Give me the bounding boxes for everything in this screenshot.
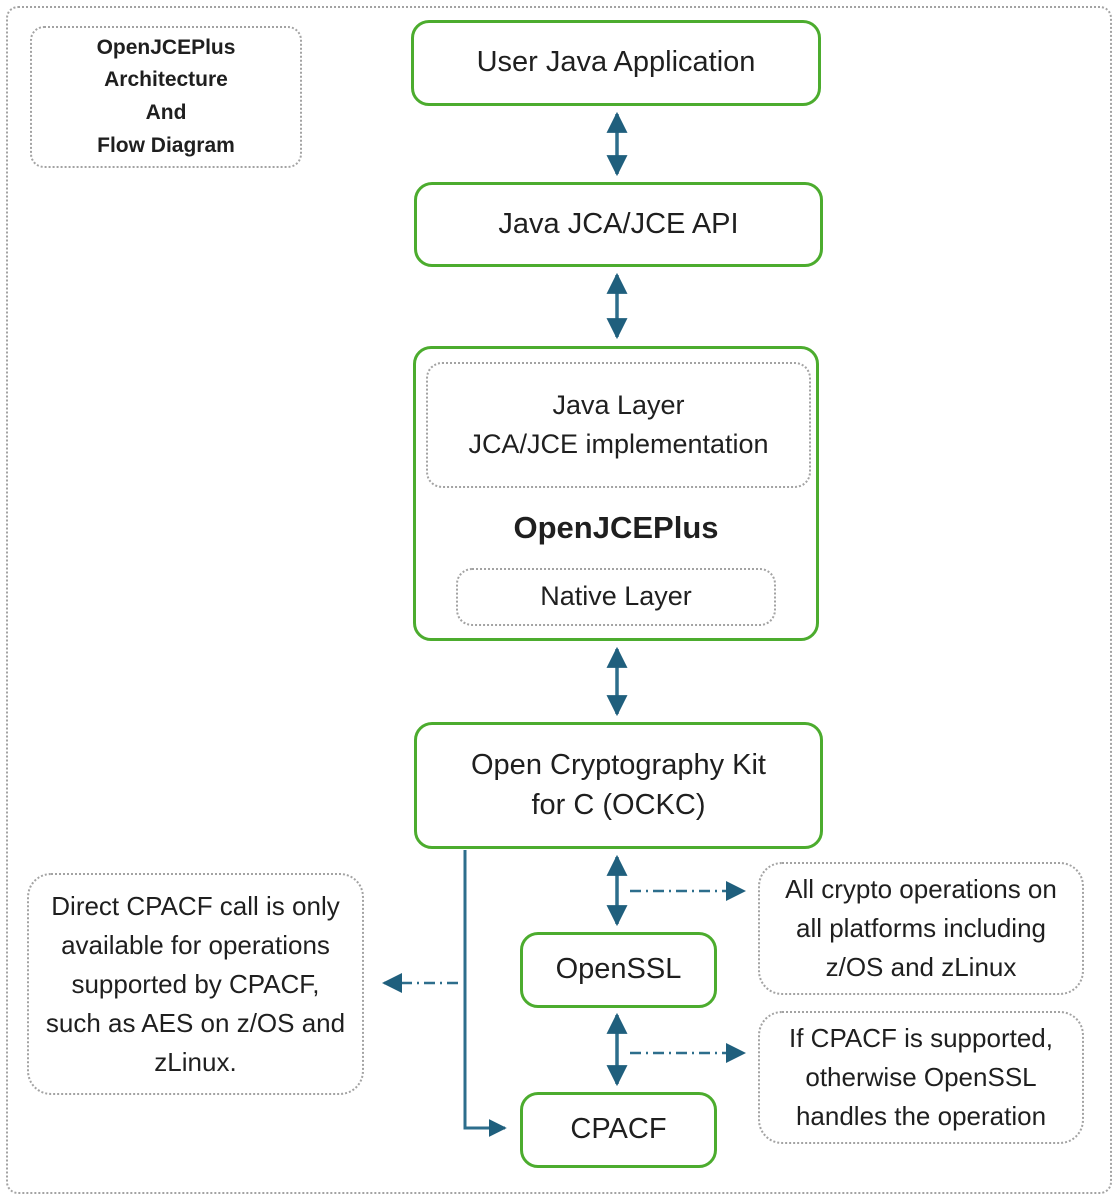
node-label-line: Java Layer: [552, 389, 685, 420]
node-label: OpenSSL: [555, 953, 682, 986]
annotation-if-cpacf: If CPACF is supported, otherwise OpenSSL…: [758, 1011, 1084, 1144]
node-label: CPACF: [570, 1113, 667, 1146]
diagram-title-line: OpenJCEPlus: [96, 35, 236, 59]
node-native-layer: Native Layer: [456, 568, 776, 626]
diagram-title-line: And: [145, 101, 187, 124]
annotation-text: All crypto operations on all platforms i…: [785, 874, 1057, 982]
node-openjceplus: Java Layer JCA/JCE implementation OpenJC…: [413, 346, 819, 641]
line-direct-ockc-cpacf: [463, 850, 507, 1137]
node-cpacf: CPACF: [520, 1092, 717, 1168]
annotation-direct-cpacf: Direct CPACF call is only available for …: [27, 873, 364, 1095]
diagram-title-line: Flow Diagram: [97, 133, 235, 157]
node-label-line: for C (OCKC): [531, 788, 706, 821]
node-label: Native Layer: [540, 581, 692, 612]
node-java-jca-jce-api: Java JCA/JCE API: [414, 182, 823, 267]
node-openssl: OpenSSL: [520, 932, 717, 1008]
node-label: User Java Application: [476, 46, 756, 79]
diagram-title-box: OpenJCEPlus Architecture And Flow Diagra…: [30, 26, 302, 168]
annotation-text: Direct CPACF call is only available for …: [45, 890, 346, 1077]
node-label-line: JCA/JCE implementation: [468, 429, 769, 459]
node-user-java-application: User Java Application: [411, 20, 821, 106]
node-label-line: Open Cryptography Kit: [471, 749, 766, 782]
annotation-all-crypto: All crypto operations on all platforms i…: [758, 862, 1084, 995]
node-ockc: Open Cryptography Kit for C (OCKC): [414, 722, 823, 849]
openjceplus-title: OpenJCEPlus: [513, 510, 719, 545]
node-java-layer: Java Layer JCA/JCE implementation: [426, 362, 811, 488]
annotation-text: If CPACF is supported, otherwise OpenSSL…: [789, 1023, 1053, 1131]
node-label: Java JCA/JCE API: [498, 207, 739, 240]
diagram-title-line: Architecture: [104, 68, 228, 92]
